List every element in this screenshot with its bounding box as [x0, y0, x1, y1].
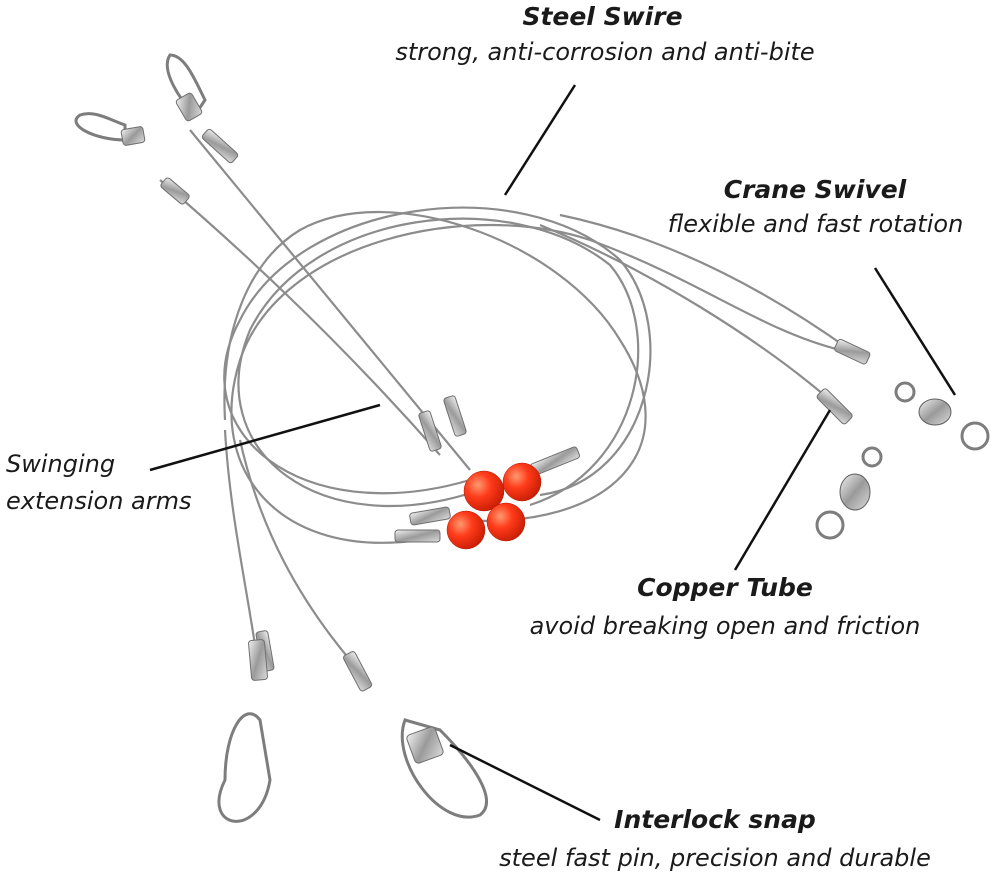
steel-wire-leader [503, 84, 577, 196]
leader-lines [149, 84, 957, 822]
crane-swivel-description: flexible and fast rotation [667, 210, 964, 238]
extension-arms [159, 129, 851, 681]
steel-wire-title: Steel Swire [522, 2, 683, 31]
crane-swivel-leader [873, 267, 957, 396]
interlock-snap-description: steel fast pin, precision and durable [499, 844, 931, 872]
interlock-snap-leader [449, 743, 601, 822]
interlock-snap-title: Interlock snap [614, 805, 816, 834]
swinging-arms-line2: extension arms [6, 487, 192, 515]
snap-barrels [120, 92, 444, 764]
swinging-arms-line1: Swinging [6, 450, 116, 478]
crane-swivels [815, 381, 990, 540]
steel-wire [223, 206, 841, 544]
copper-tubes [160, 128, 871, 692]
copper-tube-leader [733, 409, 832, 571]
steel-wire-description: strong, anti-corrosion and anti-bite [395, 38, 815, 66]
swinging-arms-leader [149, 403, 381, 472]
red-beads [446, 462, 542, 550]
crane-swivel-title: Crane Swivel [723, 175, 907, 204]
copper-tube-description: avoid breaking open and friction [529, 612, 921, 640]
copper-tube-title: Copper Tube [637, 573, 813, 602]
